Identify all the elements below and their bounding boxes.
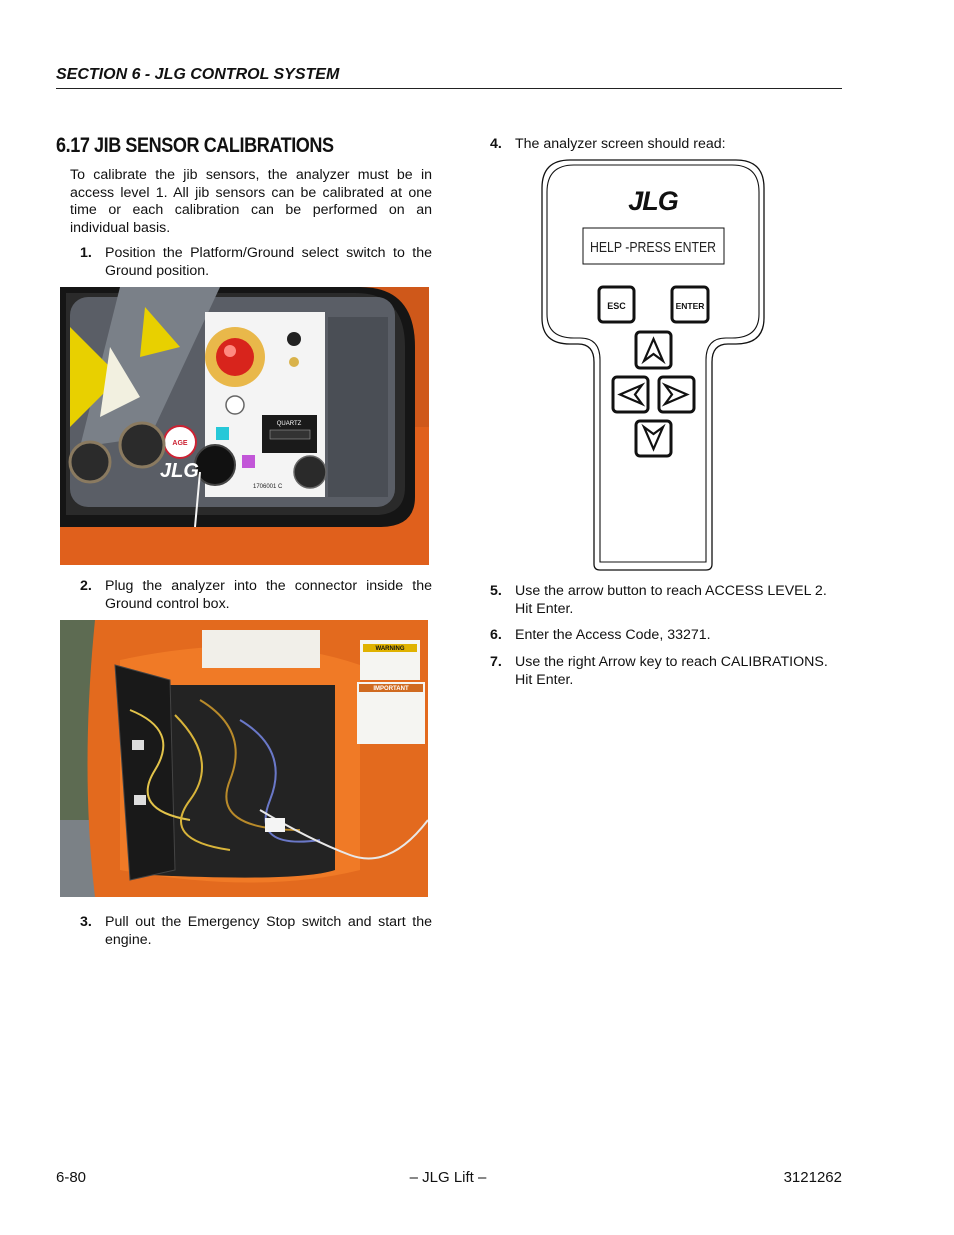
enter-label: ENTER [676,301,705,311]
left-arrow-button[interactable] [611,375,650,414]
down-arrow-button[interactable] [634,419,673,458]
step-text: Use the right Arrow key to reach CALIBRA… [515,654,828,688]
step-3: 3. Pull out the Emergency Stop switch an… [80,914,432,950]
step-text: Enter the Access Code, 33271. [515,627,711,643]
hour-meter-label: QUARTZ [277,421,302,427]
step-1: 1. Position the Platform/Ground select s… [80,245,432,281]
step-text: Position the Platform/Ground select swit… [105,245,432,279]
step-5: 5. Use the arrow button to reach ACCESS … [490,583,842,619]
section-title: 6.17 JIB SENSOR CALIBRATIONS [56,134,334,157]
enter-button[interactable]: ENTER [670,285,710,324]
step-text: Use the arrow button to reach ACCESS LEV… [515,583,827,617]
age-badge: AGE [172,440,188,447]
ground-control-panel-photo: QUARTZ AGE JLG 1706001 C [60,287,429,565]
footer-title: – JLG Lift – [409,1169,487,1186]
up-arrow-button[interactable] [634,330,673,370]
control-box-photo: WARNING IMPORTANT [60,620,428,897]
analyzer-illustration: JLG HELP -PRESS ENTER ESC ENTER [540,158,766,572]
right-arrow-icon [661,382,690,407]
step-number: 3. [80,914,92,930]
esc-label: ESC [607,301,626,311]
step-text: Pull out the Emergency Stop switch and s… [105,914,432,948]
step-6: 6. Enter the Access Code, 33271. [490,627,842,645]
up-arrow-icon [641,336,666,365]
section-header: SECTION 6 - JLG CONTROL SYSTEM [56,64,842,89]
document-number: 3121262 [783,1169,842,1186]
esc-button[interactable]: ESC [597,285,636,324]
jlg-decal: JLG [160,460,199,482]
step-2: 2. Plug the analyzer into the connector … [80,578,432,614]
step-number: 5. [490,583,502,599]
analyzer-screen [582,227,725,265]
step-4: 4. The analyzer screen should read: [490,136,842,154]
right-arrow-button[interactable] [657,375,696,414]
step-number: 7. [490,654,502,670]
jlg-logo: JLG [628,186,679,216]
step-number: 2. [80,578,92,594]
step-7: 7. Use the right Arrow key to reach CALI… [490,654,842,690]
page-number: 6-80 [56,1169,87,1186]
left-arrow-icon [617,382,646,407]
analyzer-screen-text: HELP -PRESS ENTER [590,239,716,255]
step-number: 6. [490,627,502,643]
warning-label: WARNING [376,646,405,652]
panel-code: 1706001 C [253,484,283,490]
step-text: Plug the analyzer into the connector ins… [105,578,432,612]
step-number: 4. [490,136,502,152]
intro-paragraph: To calibrate the jib sensors, the analyz… [70,167,432,236]
down-arrow-icon [641,423,666,452]
step-number: 1. [80,245,92,261]
important-label: IMPORTANT [373,686,409,692]
step-text: The analyzer screen should read: [515,136,726,152]
